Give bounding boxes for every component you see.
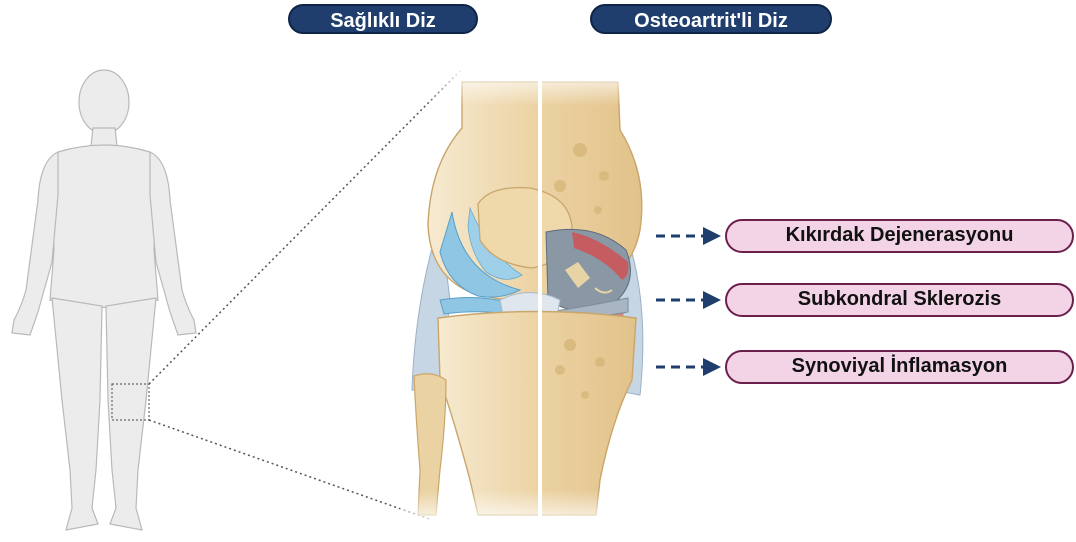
arrow-2: [656, 291, 721, 309]
right-arm: [150, 152, 196, 335]
arrow-3: [656, 358, 721, 376]
zoom-guide-bottom: [149, 420, 432, 520]
label-synovial-inflammation: Synoviyal İnflamasyon: [725, 350, 1074, 384]
label-subchondral-sclerosis: Subkondral Sklerozis: [725, 283, 1074, 317]
label-cartilage-degeneration: Kıkırdak Dejenerasyonu: [725, 219, 1074, 253]
arrows: [656, 227, 721, 376]
left-leg: [52, 298, 102, 530]
left-arm: [12, 152, 58, 335]
human-body-figure: [12, 70, 196, 530]
torso: [50, 145, 158, 308]
head: [79, 70, 129, 134]
knee-joint-illustration: [400, 66, 660, 530]
tibia: [438, 312, 636, 516]
right-leg: [106, 298, 156, 530]
arrow-1: [656, 227, 721, 245]
